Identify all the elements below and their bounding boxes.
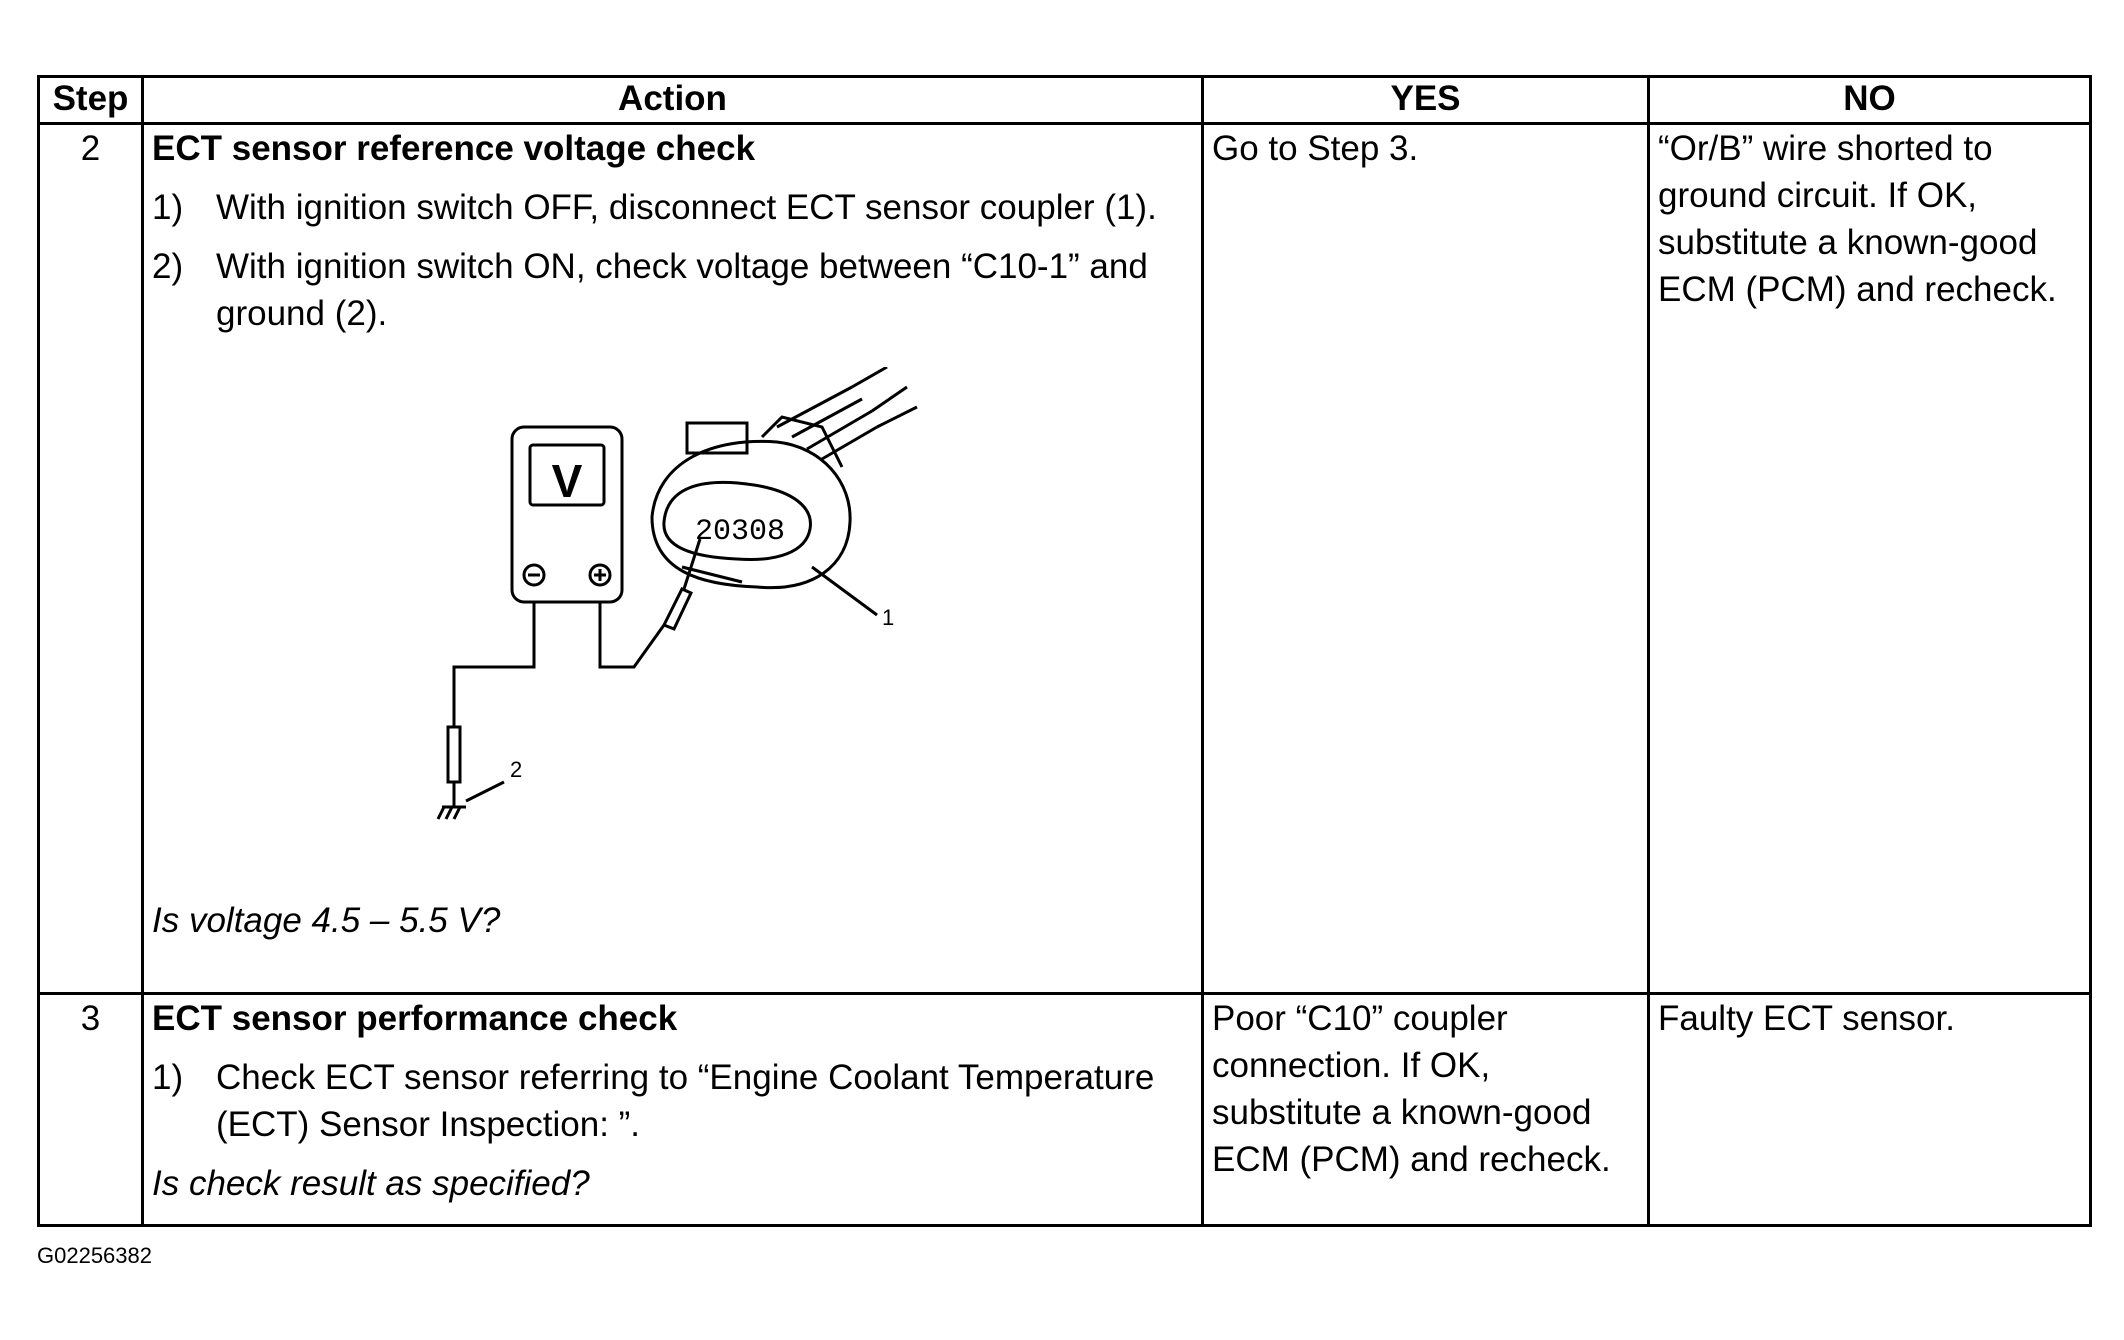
action-cell: ECT sensor reference voltage check 1) Wi… <box>141 122 1204 995</box>
voltmeter-letter: V <box>552 455 583 507</box>
voltmeter-display <box>528 443 606 507</box>
header-no: NO <box>1647 75 2092 125</box>
voltmeter-body <box>510 425 624 604</box>
diagnostic-table: Step Action YES NO 2 ECT sensor referenc… <box>37 75 2092 1227</box>
step-title: ECT sensor performance check <box>152 999 678 1038</box>
ect-connector-body <box>650 439 852 590</box>
table-row-step-2: 2 ECT sensor reference voltage check 1) … <box>37 122 2092 995</box>
instruction-text: With ignition switch ON, check voltage b… <box>216 247 1148 333</box>
step-title: ECT sensor reference voltage check <box>152 129 756 168</box>
step-question: Is check result as specified? <box>152 1164 590 1203</box>
connector-latch <box>685 421 749 455</box>
instruction-item: 1) Check ECT sensor referring to “Engine… <box>152 1054 1193 1148</box>
minus-terminal-icon <box>522 563 546 587</box>
instruction-number: 2) <box>152 247 184 286</box>
instruction-number: 1) <box>152 1058 184 1097</box>
instruction-item: 2) With ignition switch ON, check voltag… <box>152 243 1193 337</box>
connector-face <box>662 480 812 562</box>
header-row: Step Action YES NO <box>37 75 2092 125</box>
no-cell: Faulty ECT sensor. <box>1647 992 2092 1227</box>
instruction-text: Check ECT sensor referring to “Engine Co… <box>216 1058 1155 1144</box>
positive-lead <box>598 602 666 669</box>
callout-line-1 <box>811 565 878 617</box>
action-cell: ECT sensor performance check 1) Check EC… <box>141 992 1204 1227</box>
instruction-number: 1) <box>152 188 184 227</box>
callout-2: 2 <box>510 757 522 782</box>
no-cell: “Or/B” wire shorted to ground circuit. I… <box>1647 122 2092 995</box>
step-number: 2 <box>37 122 144 995</box>
negative-lead <box>452 602 536 727</box>
positive-probe <box>661 587 694 631</box>
instruction-item: 1) With ignition switch OFF, disconnect … <box>152 184 1193 231</box>
header-step: Step <box>37 75 144 125</box>
yes-cell: Go to Step 3. <box>1201 122 1650 995</box>
figure-id: G02256382 <box>37 1243 152 1268</box>
connector-label: 20308 <box>695 515 785 549</box>
instruction-text: With ignition switch OFF, disconnect ECT… <box>216 188 1157 227</box>
yes-cell: Poor “C10” coupler connection. If OK, su… <box>1201 992 1650 1227</box>
voltmeter-connector-diagram: V 20308 1 2 <box>436 367 918 820</box>
plus-terminal-icon <box>588 563 612 587</box>
step-question: Is voltage 4.5 – 5.5 V? <box>152 901 501 940</box>
header-yes: YES <box>1201 75 1650 125</box>
wire-harness <box>776 385 878 461</box>
table-row-step-3: 3 ECT sensor performance check 1) Check … <box>37 992 2092 1227</box>
header-action: Action <box>141 75 1204 125</box>
callout-line-2 <box>465 780 505 803</box>
step-number: 3 <box>37 992 144 1227</box>
voltmeter-illustration: V 20308 1 2 <box>152 337 1193 897</box>
ground-probe <box>446 725 462 784</box>
callout-1: 1 <box>882 605 894 630</box>
connector-rear <box>760 415 844 468</box>
